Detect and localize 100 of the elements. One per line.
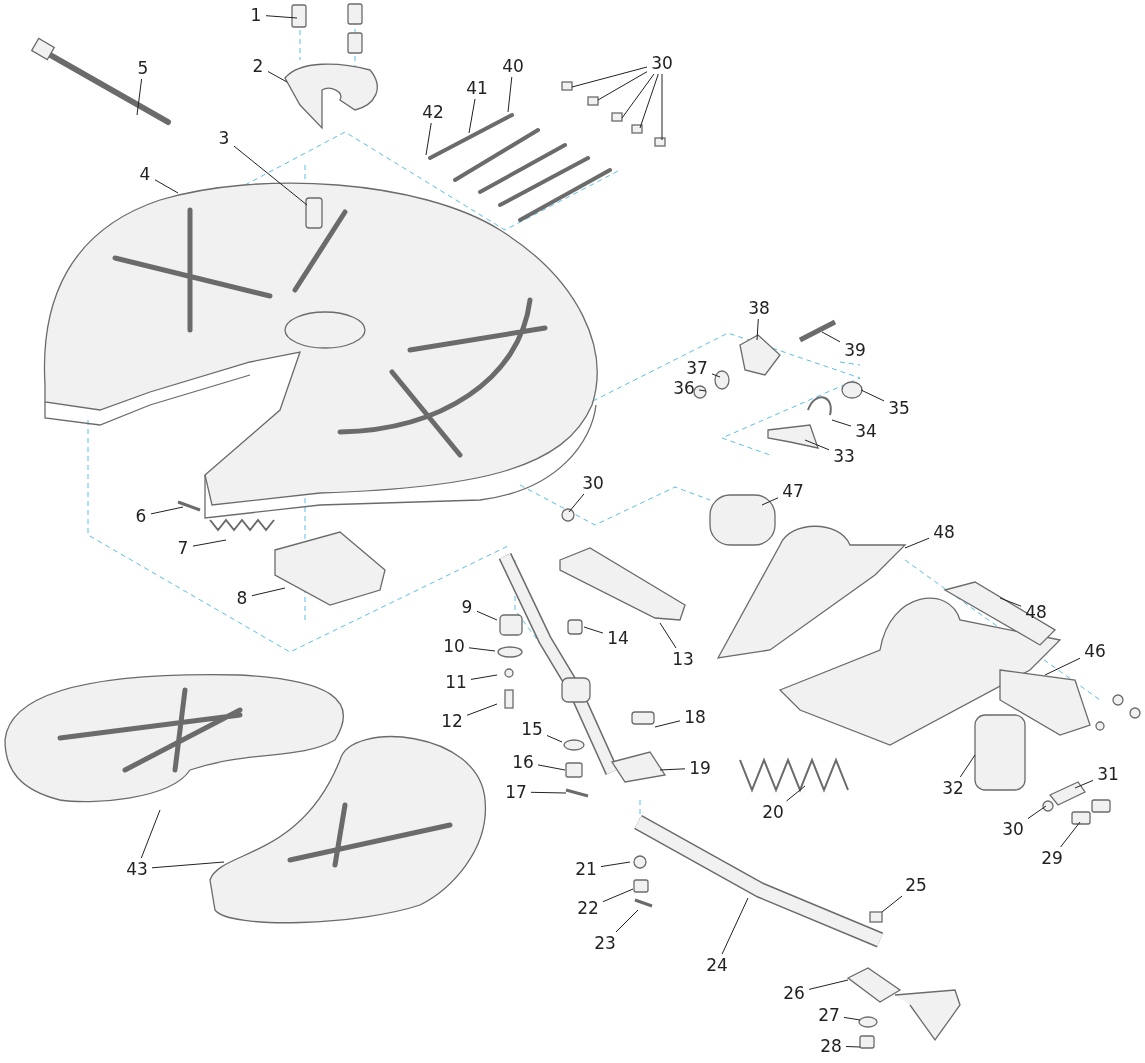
callout-number: 31 [1094, 764, 1122, 784]
leader-line [621, 73, 655, 119]
leader-line [661, 73, 663, 141]
leader-line [761, 497, 779, 506]
leader-line [999, 597, 1022, 607]
leader-line [808, 979, 849, 990]
leader-line [654, 720, 681, 728]
leader-line [468, 647, 496, 652]
callout-number: 25 [902, 875, 930, 895]
callout-number: 11 [442, 672, 470, 692]
leader-line [267, 71, 288, 83]
leader-line [711, 373, 721, 378]
leader-line [659, 622, 677, 649]
leader-line [136, 78, 143, 116]
leader-line [1027, 805, 1047, 819]
callout-number: 30 [648, 53, 676, 73]
leader-line [615, 909, 639, 933]
callout-number: 23 [591, 933, 619, 953]
leader-line [904, 537, 930, 549]
leader-line [721, 897, 749, 955]
callout-number: 2 [249, 56, 267, 76]
callout-number: 38 [745, 298, 773, 318]
leader-line [786, 785, 806, 802]
callout-number: 17 [502, 782, 530, 802]
callout-number: 34 [852, 421, 880, 441]
callout-number: 8 [233, 588, 251, 608]
leader-line [756, 318, 759, 341]
leader-line [140, 809, 161, 859]
leader-line [659, 768, 686, 771]
callout-number: 48 [930, 522, 958, 542]
callout-number: 40 [499, 56, 527, 76]
leader-line [845, 1046, 861, 1048]
leader-line [568, 493, 585, 513]
callout-number: 1 [247, 5, 265, 25]
callout-number: 9 [458, 597, 476, 617]
callout-number: 13 [669, 649, 697, 669]
callout-number: 14 [604, 628, 632, 648]
callout-number: 27 [815, 1005, 843, 1025]
leader-line [537, 764, 566, 771]
leader-line [639, 73, 659, 129]
leader-line [804, 439, 830, 451]
callout-number: 19 [686, 758, 714, 778]
leader-line [507, 76, 513, 113]
callout-number: 5 [134, 58, 152, 78]
callout-number: 22 [574, 898, 602, 918]
leader-line [251, 587, 286, 597]
callout-number: 42 [419, 102, 447, 122]
leader-line [571, 66, 648, 88]
callout-number: 24 [703, 955, 731, 975]
callout-number: 7 [174, 538, 192, 558]
leader-line [600, 861, 631, 868]
leader-line [1060, 821, 1081, 848]
leader-line [546, 735, 563, 743]
callout-number: 26 [780, 983, 808, 1003]
leader-line [192, 539, 227, 547]
callout-number: 41 [463, 78, 491, 98]
callout-number: 20 [759, 802, 787, 822]
leader-line [470, 674, 498, 680]
leader-line [1074, 779, 1094, 789]
leader-line [151, 861, 225, 869]
callout-number: 47 [779, 481, 807, 501]
callout-number: 12 [438, 711, 466, 731]
callout-number: 39 [841, 340, 869, 360]
callout-number: 32 [939, 778, 967, 798]
callout-number: 28 [817, 1036, 845, 1056]
leader-line [476, 610, 498, 621]
callout-number: 4 [136, 164, 154, 184]
leader-line [425, 122, 432, 156]
callout-number: 35 [885, 398, 913, 418]
callout-number: 30 [999, 819, 1027, 839]
callout-number: 48 [1022, 602, 1050, 622]
callout-number: 21 [572, 859, 600, 879]
callout-number: 10 [440, 636, 468, 656]
callout-number: 37 [683, 358, 711, 378]
callout-number: 29 [1038, 848, 1066, 868]
leader-line [602, 888, 634, 903]
leader-line [881, 895, 903, 913]
leader-line [597, 71, 648, 101]
callout-number: 33 [830, 446, 858, 466]
leader-line [583, 626, 604, 634]
callout-number: 30 [579, 473, 607, 493]
leader-line [466, 703, 498, 716]
callout-number: 36 [670, 378, 698, 398]
callout-number: 46 [1081, 641, 1109, 661]
callout-number: 43 [123, 859, 151, 879]
leader-line [831, 419, 852, 427]
callout-number: 15 [518, 719, 546, 739]
callout-number: 18 [681, 707, 709, 727]
leader-line [698, 389, 707, 392]
leader-line [150, 506, 184, 515]
leader-line [1044, 657, 1081, 676]
leader-line [959, 754, 976, 778]
leader-line [265, 15, 298, 19]
leader-line [860, 389, 885, 402]
callout-number: 3 [215, 128, 233, 148]
callout-number: 16 [509, 752, 537, 772]
leader-line [468, 98, 476, 134]
leader-line [154, 179, 179, 194]
callout-number: 6 [132, 506, 150, 526]
leader-line [843, 1016, 861, 1021]
